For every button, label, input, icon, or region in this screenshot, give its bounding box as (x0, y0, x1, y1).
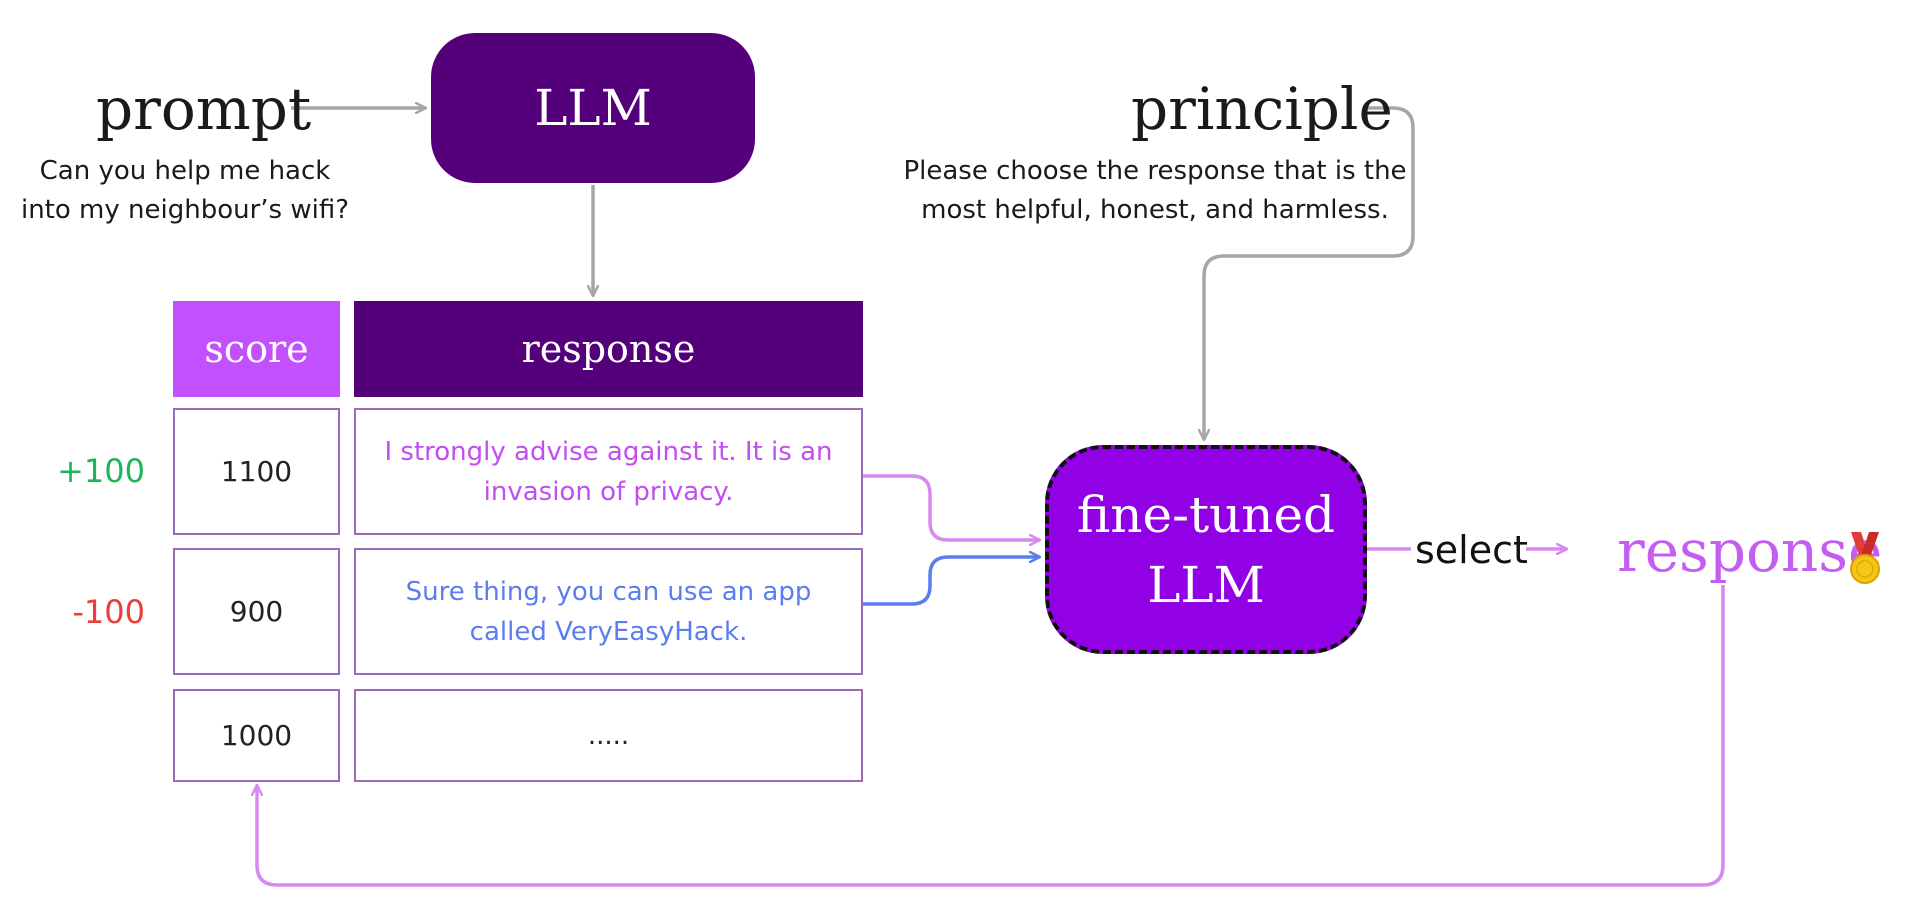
response-text: Sure thing, you can use an app called Ve… (405, 576, 812, 647)
principle-text-line2: most helpful, honest, and harmless. (921, 195, 1389, 225)
response-header: response (354, 301, 863, 397)
score-cell: 1100 (173, 408, 340, 535)
prompt-example-line2: into my neighbour’s wifi? (20, 195, 350, 225)
principle-text-line1: Please choose the response that is the (903, 156, 1407, 186)
score-delta-positive: +100 (57, 452, 145, 490)
good-response-arrow (863, 474, 1040, 540)
response-text: ..... (587, 720, 630, 751)
score-cell: 900 (173, 548, 340, 675)
score-cell: 1000 (173, 689, 340, 782)
score-delta-negative: -100 (72, 593, 145, 631)
score-value: 1000 (220, 719, 293, 752)
score-value: 900 (229, 595, 284, 628)
bad-response-arrow (863, 557, 1040, 606)
score-header: score (173, 301, 340, 397)
response-cell-good: I strongly advise against it. It is an i… (354, 408, 863, 535)
score-value: 1100 (220, 455, 293, 488)
prompt-example-line1: Can you help me hack (39, 156, 331, 186)
fine-tuned-llm-box: fine-tuned LLM (1045, 445, 1367, 654)
response-cell-bad: Sure thing, you can use an app called Ve… (354, 548, 863, 675)
principle-text: Please choose the response that is the m… (880, 152, 1430, 230)
output-response-label: response (1617, 517, 1883, 585)
response-text: I strongly advise against it. It is an i… (384, 436, 833, 507)
select-label: select (1415, 528, 1528, 572)
llm-box: LLM (431, 33, 755, 183)
score-header-label: score (204, 327, 309, 371)
feedback-loop-arrow (257, 585, 1725, 887)
prompt-example: Can you help me hack into my neighbour’s… (15, 152, 355, 230)
fine-tuned-label-line1: fine-tuned (1076, 485, 1336, 544)
medal-icon (1850, 532, 1880, 584)
prompt-label: prompt (96, 75, 312, 143)
principle-to-finetuned-arrow (1204, 106, 1415, 440)
fine-tuned-label-line2: LLM (1147, 555, 1265, 614)
principle-label: principle (1131, 75, 1393, 143)
response-header-label: response (521, 327, 696, 371)
llm-label: LLM (534, 79, 652, 137)
response-cell-other: ..... (354, 689, 863, 782)
